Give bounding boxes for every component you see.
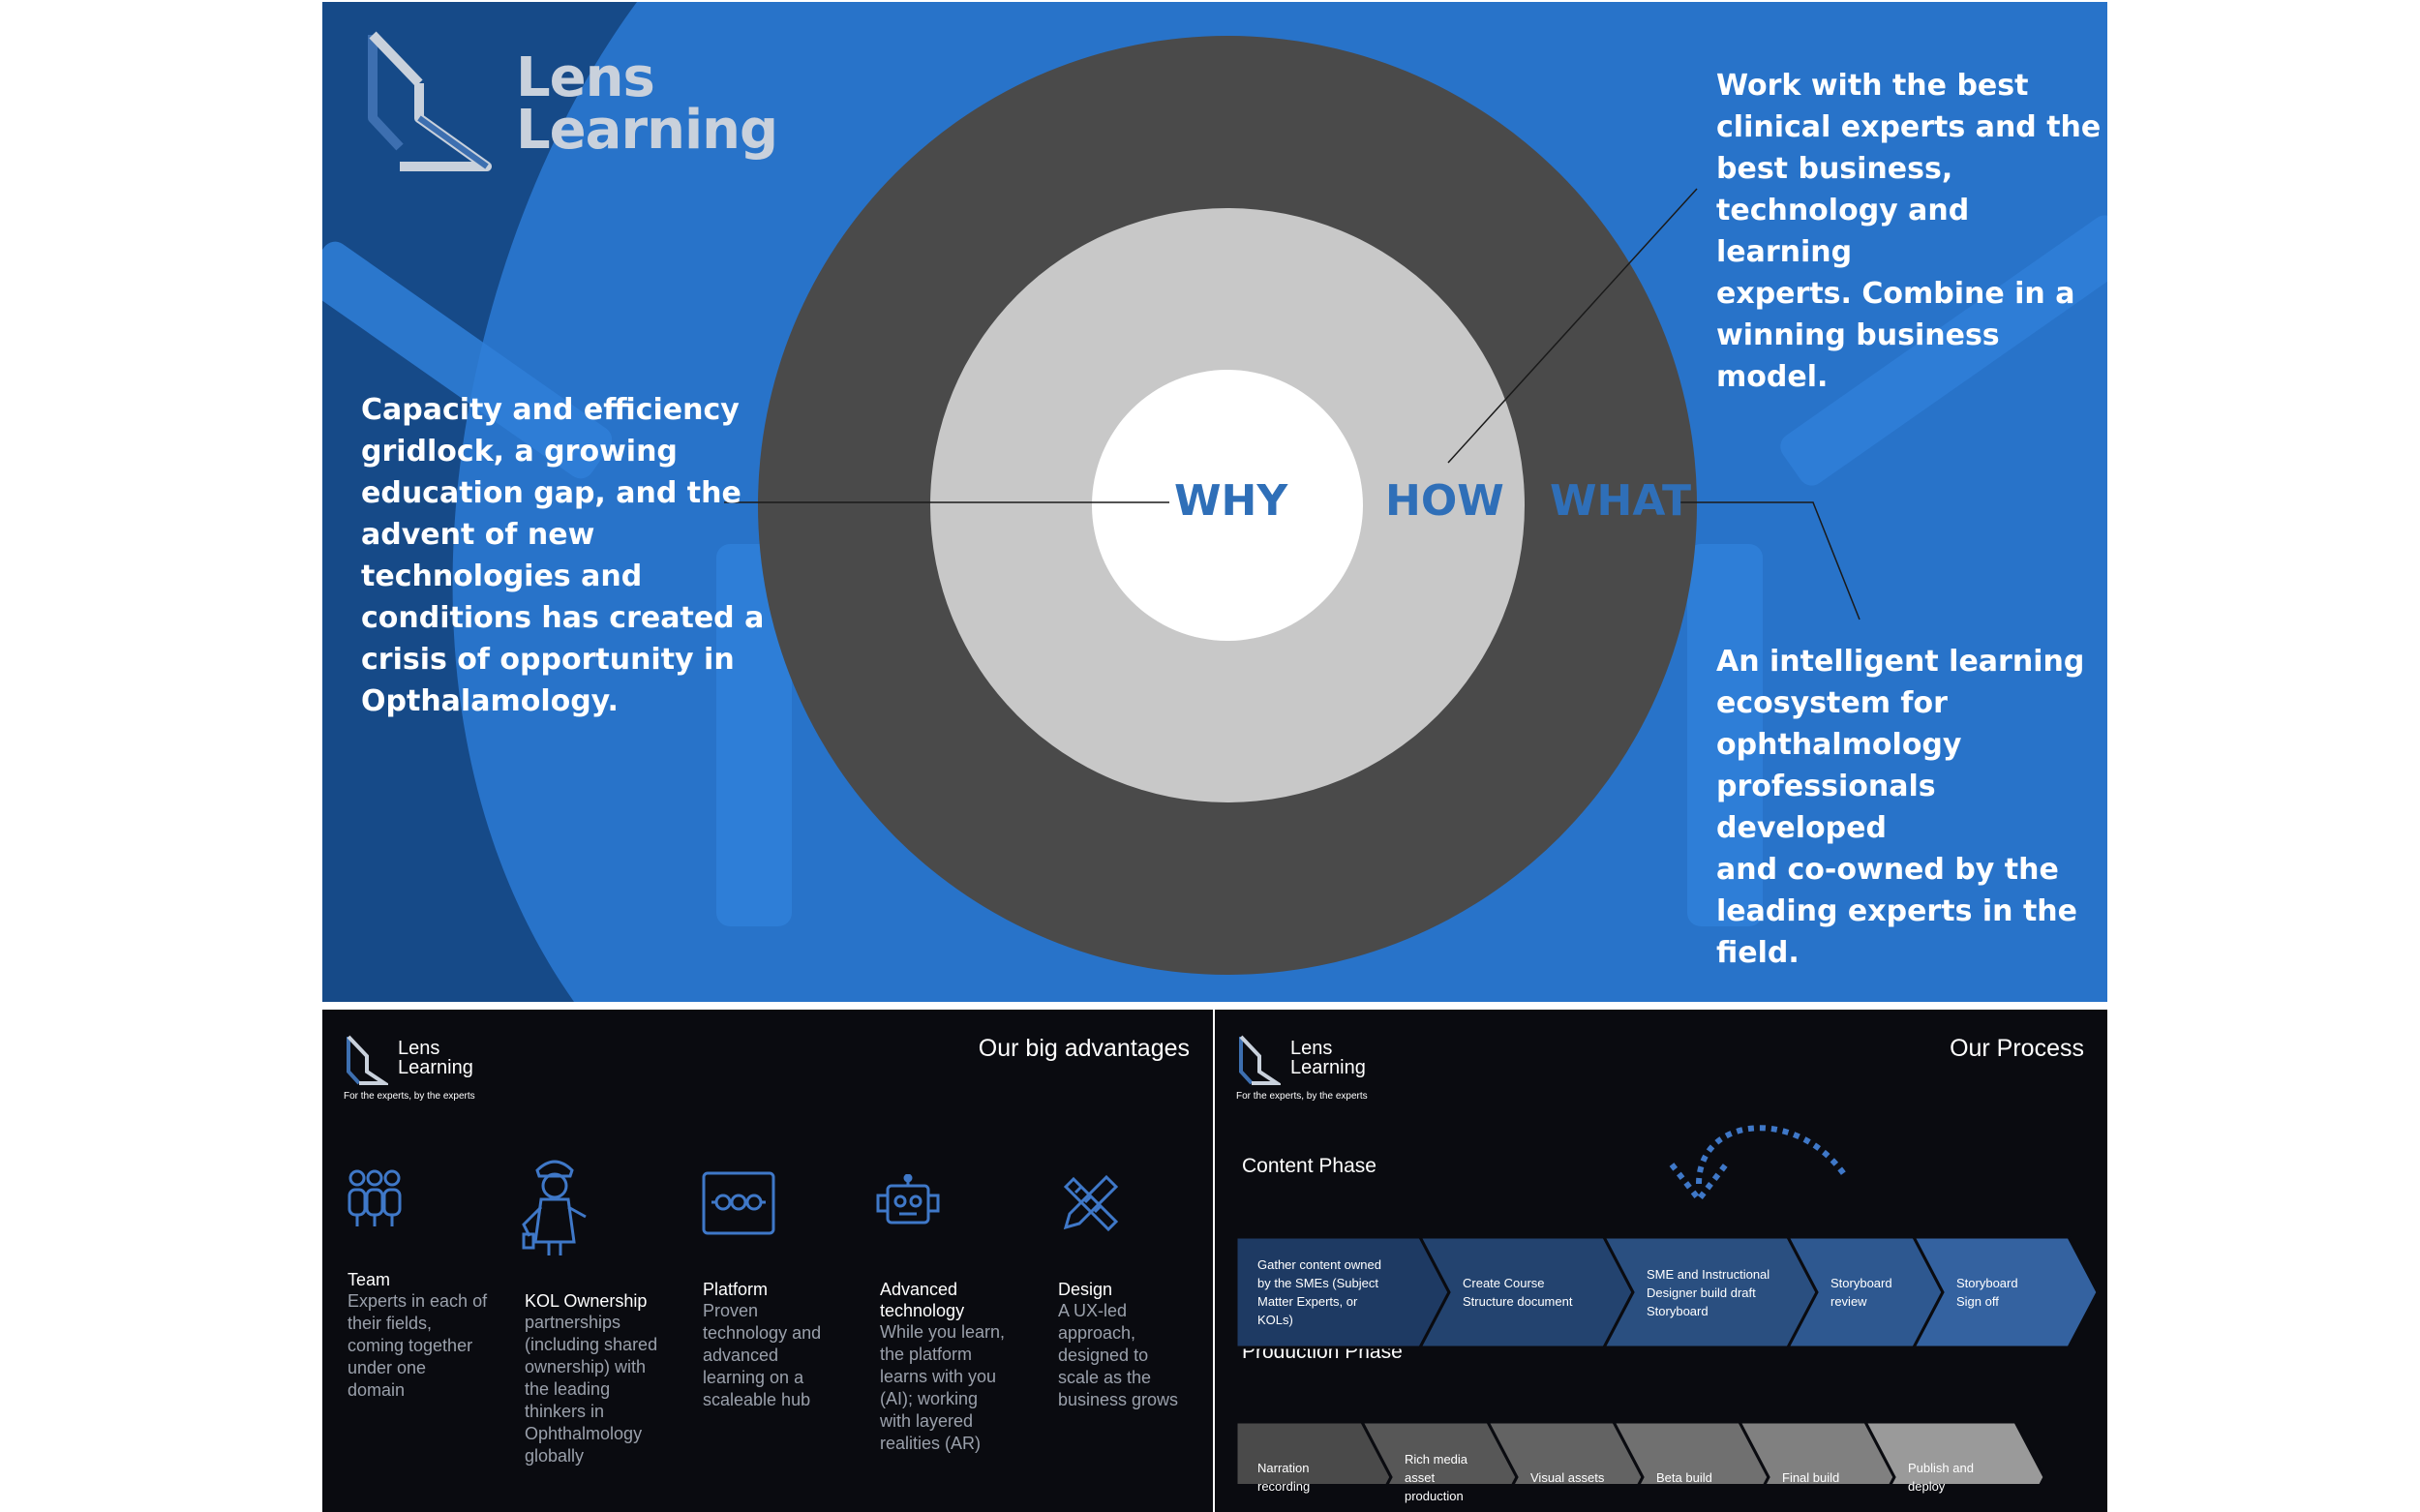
- process-step-label: Final build: [1782, 1469, 1840, 1485]
- why-label: WHY: [1174, 476, 1288, 526]
- platform-icon: [702, 1171, 775, 1235]
- iteration-arrow-icon: [1669, 1125, 1847, 1203]
- panel-title: Our big advantages: [978, 1035, 1190, 1062]
- brand-name-line1: Lens: [516, 46, 655, 109]
- process-step-chevron: [1234, 1420, 1393, 1484]
- what-label: WHAT: [1550, 476, 1692, 526]
- process-step-label: Beta build: [1656, 1469, 1712, 1485]
- lens-learning-logo-icon: [1239, 1035, 1281, 1085]
- content-phase-steps: [1234, 1235, 2100, 1349]
- panel-background: [322, 2, 2107, 1002]
- content-phase-label: Content Phase: [1242, 1155, 1376, 1177]
- expert-icon: [522, 1160, 587, 1255]
- design-icon: [1063, 1174, 1119, 1232]
- process-step-chevron: [1862, 1420, 2046, 1484]
- process-chevrons: [1234, 1235, 2100, 1484]
- lens-learning-logo-icon: [368, 31, 492, 171]
- lens-learning-logo-icon: [347, 1035, 388, 1085]
- team-icon: [348, 1169, 402, 1226]
- center-circle: [1092, 370, 1363, 641]
- brand-tagline: For the experts, by the experts: [1236, 1091, 1368, 1102]
- process-step-label: Visual assets: [1530, 1469, 1605, 1485]
- robot-icon: [876, 1174, 940, 1225]
- how-label: HOW: [1385, 476, 1504, 526]
- process-step-chevron: [1911, 1235, 2100, 1349]
- why-how-what-panel: Lens Learning WHY HOW WHAT Capacity and …: [322, 2, 2107, 1002]
- brand-tagline: For the experts, by the experts: [344, 1091, 475, 1102]
- brand-name-line2: Learning: [516, 99, 778, 162]
- advantage-kol-ownership: KOL Ownership partnerships(including sha…: [525, 1291, 658, 1466]
- production-phase-steps: [1234, 1420, 2046, 1484]
- panel-title: Our Process: [1950, 1035, 2084, 1062]
